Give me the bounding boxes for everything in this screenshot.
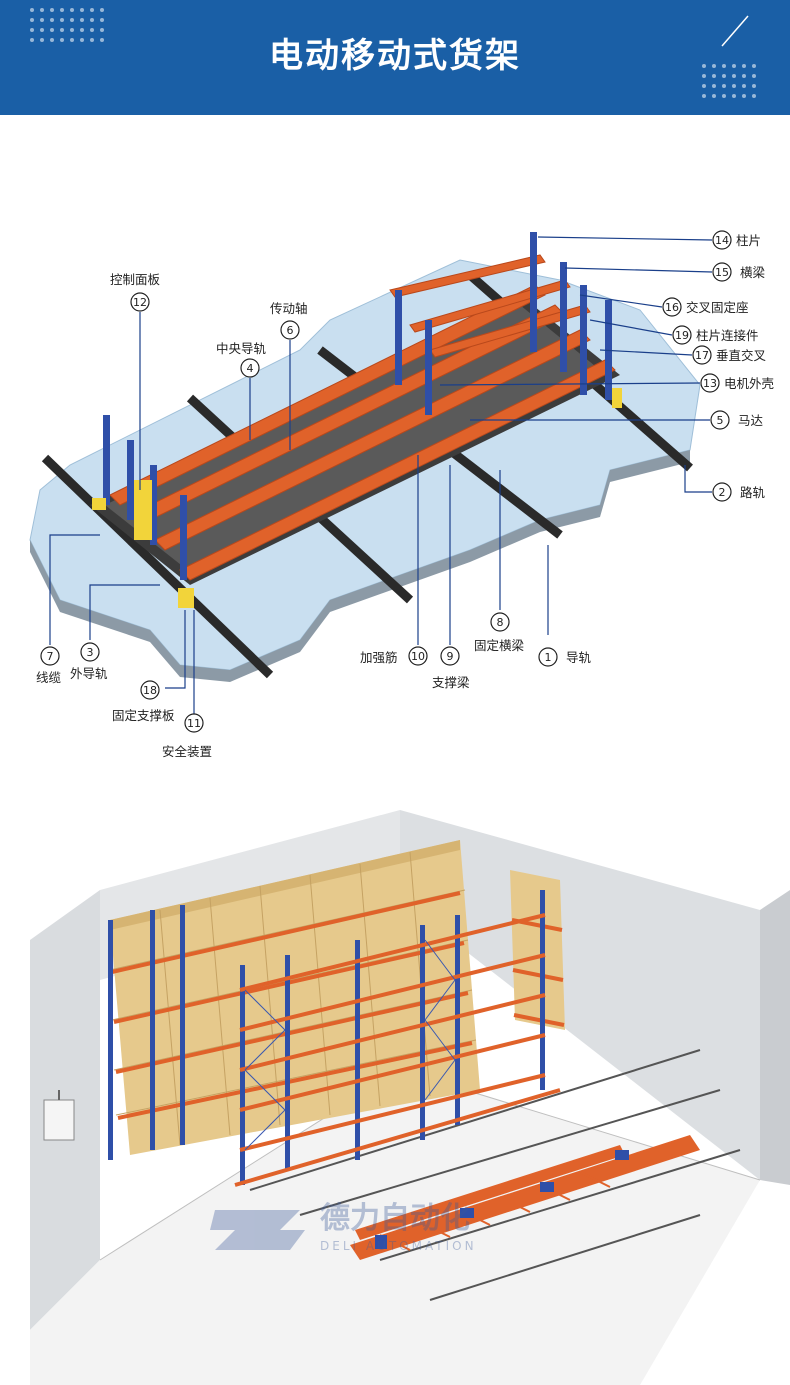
warehouse-illustration: 德力自动化 DELI AUTOMATION [30, 810, 790, 1385]
num-7: 7 [47, 650, 54, 663]
callout-numbers: 12 6 4 14 15 16 19 17 13 5 2 7 3 10 9 8 … [47, 234, 730, 730]
num-8: 8 [497, 616, 504, 629]
page-title: 电动移动式货架 [269, 36, 521, 76]
num-9: 9 [447, 650, 454, 663]
num-14: 14 [715, 234, 729, 247]
num-6: 6 [287, 324, 294, 337]
mobile-base-front [350, 1135, 700, 1260]
label-motor-housing: 电机外壳 [724, 376, 774, 391]
callout-labels: 控制面板 传动轴 中央导轨 柱片 横梁 交叉固定座 柱片连接件 垂直交叉 电机外… [36, 233, 774, 759]
label-outer-guide-rail: 外导轨 [70, 666, 108, 681]
header-banner: 电动移动式货架 [0, 0, 790, 115]
label-reinforcing-rib: 加强筋 [360, 650, 398, 665]
label-vertical-cross: 垂直交叉 [716, 348, 767, 363]
dot-grid-decoration-right [702, 64, 756, 98]
num-12: 12 [133, 296, 147, 309]
num-3: 3 [87, 646, 94, 659]
loaded-rack-block [108, 840, 480, 1160]
label-motor: 马达 [738, 413, 764, 428]
num-15: 15 [715, 266, 729, 279]
label-upright-frame: 柱片 [736, 233, 761, 248]
num-17: 17 [695, 349, 709, 362]
empty-rack-frame [234, 890, 561, 1187]
safety-end-caps [92, 388, 622, 608]
wall-control-box [43, 1090, 75, 1141]
num-5: 5 [717, 414, 724, 427]
num-10: 10 [411, 650, 425, 663]
num-11: 11 [187, 717, 201, 730]
floor-tracks [249, 1049, 741, 1301]
label-fixed-support-plate: 固定支撑板 [112, 708, 175, 723]
slash-decoration [721, 15, 749, 47]
num-1: 1 [545, 651, 552, 664]
watermark-latin-text: DELI AUTOMATION [320, 1239, 477, 1253]
num-4: 4 [247, 362, 254, 375]
num-2: 2 [719, 486, 726, 499]
watermark-brand-text: 德力自动化 [320, 1201, 470, 1236]
label-control-panel: 控制面板 [110, 272, 161, 287]
num-13: 13 [703, 377, 717, 390]
num-16: 16 [665, 301, 679, 314]
label-central-guide-rail: 中央导轨 [216, 341, 267, 356]
label-fixed-crossbeam: 固定横梁 [474, 638, 525, 653]
label-drive-shaft: 传动轴 [270, 301, 308, 316]
leader-lines [49, 236, 713, 718]
label-track-rail: 路轨 [740, 485, 766, 500]
label-upright-connector: 柱片连接件 [696, 328, 759, 343]
label-safety-device: 安全装置 [162, 744, 212, 759]
num-19: 19 [675, 329, 689, 342]
dot-grid-decoration-left [30, 8, 104, 42]
rack-structure-diagram: 12 6 4 14 15 16 19 17 13 5 2 7 3 10 9 8 … [29, 230, 774, 759]
label-beam: 横梁 [740, 265, 766, 280]
label-support-beam: 支撑梁 [432, 675, 470, 690]
label-cross-mount: 交叉固定座 [686, 300, 749, 315]
label-guide-rail: 导轨 [566, 650, 592, 665]
num-18: 18 [143, 684, 157, 697]
brand-watermark: 德力自动化 DELI AUTOMATION [210, 1201, 477, 1253]
brand-logo-icon [210, 1210, 305, 1250]
callout-markers [40, 230, 732, 733]
loaded-rack-right [510, 870, 565, 1030]
label-cable: 线缆 [36, 670, 62, 685]
